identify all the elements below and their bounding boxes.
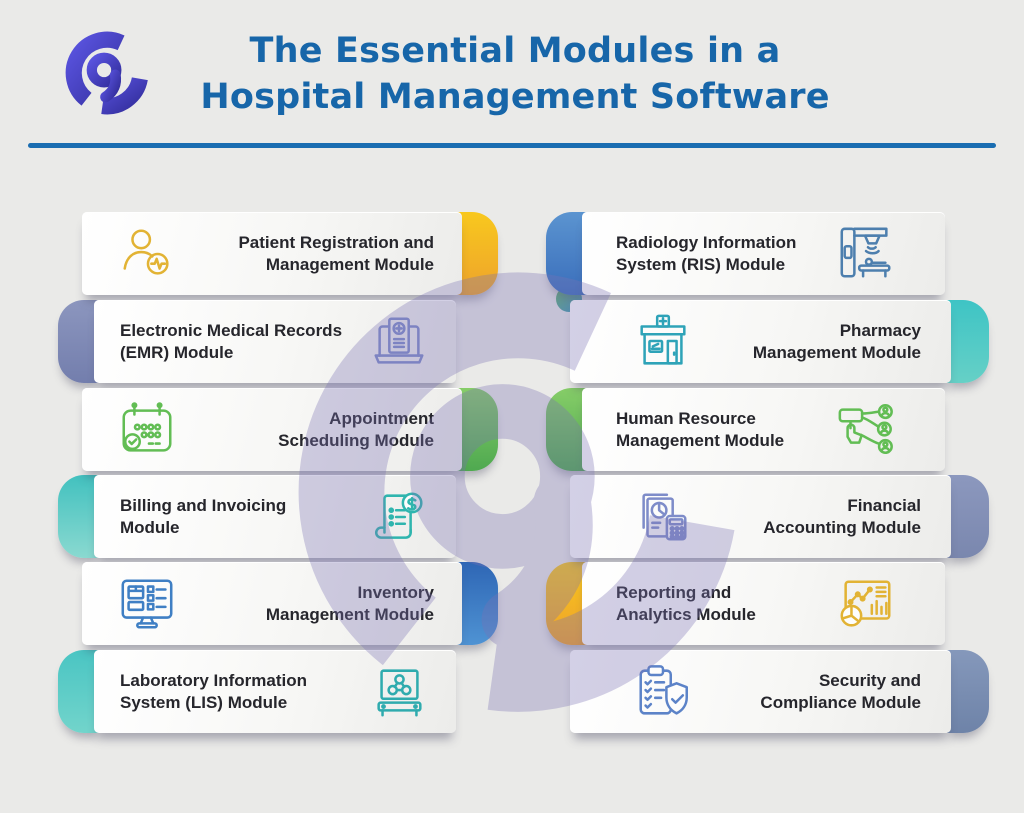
module-card-electronic-medical-records: Electronic Medical Records (EMR) Module: [94, 300, 456, 383]
security-icon: [630, 659, 696, 725]
module-cap-financial-accounting: [947, 475, 989, 558]
module-label: Security and Compliance Module: [760, 671, 921, 712]
module-cap-human-resource-management: [546, 388, 588, 471]
module-card-human-resource-management: Human Resource Management Module: [582, 388, 945, 471]
module-cap-appointment-scheduling: [456, 388, 498, 471]
module-label: Appointment Scheduling Module: [278, 409, 434, 450]
module-card-financial-accounting: Financial Accounting Module: [570, 475, 951, 558]
module-cap-laboratory-information: [58, 650, 100, 733]
page-title: The Essential Modules in a Hospital Mana…: [150, 28, 880, 120]
module-label: Pharmacy Management Module: [752, 321, 921, 362]
header-divider: [28, 143, 996, 148]
module-cap-security-compliance: [947, 650, 989, 733]
inventory-icon: [114, 571, 180, 637]
module-card-laboratory-information: Laboratory Information System (LIS) Modu…: [94, 650, 456, 733]
module-cap-pharmacy-management: [947, 300, 989, 383]
module-label: Billing and Invoicing Module: [120, 496, 287, 537]
module-card-billing-invoicing: Billing and Invoicing Module: [94, 475, 456, 558]
module-card-patient-registration: Patient Registration and Management Modu…: [82, 212, 462, 295]
module-cap-billing-invoicing: [58, 475, 100, 558]
module-label: Patient Registration and Management Modu…: [238, 233, 434, 274]
patient-icon: [114, 221, 180, 287]
module-label: Inventory Management Module: [265, 583, 434, 624]
module-label: Reporting and Analytics Module: [616, 583, 756, 624]
radiology-icon: [833, 221, 899, 287]
module-card-inventory-management: Inventory Management Module: [82, 562, 462, 645]
module-cap-electronic-medical-records: [58, 300, 100, 383]
module-label: Financial Accounting Module: [763, 496, 921, 537]
c9-logo: [58, 24, 156, 128]
module-label: Laboratory Information System (LIS) Modu…: [120, 671, 308, 712]
emr-icon: [366, 309, 432, 375]
financial-icon: [630, 484, 696, 550]
module-label: Human Resource Management Module: [616, 409, 785, 450]
hr-icon: [833, 397, 899, 463]
module-card-radiology-information: Radiology Information System (RIS) Modul…: [582, 212, 945, 295]
reporting-icon: [833, 571, 899, 637]
module-card-reporting-analytics: Reporting and Analytics Module: [582, 562, 945, 645]
module-cap-reporting-analytics: [546, 562, 588, 645]
module-card-pharmacy-management: Pharmacy Management Module: [570, 300, 951, 383]
pharmacy-icon: [630, 309, 696, 375]
module-cap-patient-registration: [456, 212, 498, 295]
module-cap-inventory-management: [456, 562, 498, 645]
module-card-appointment-scheduling: Appointment Scheduling Module: [82, 388, 462, 471]
billing-icon: [366, 484, 432, 550]
laboratory-icon: [366, 659, 432, 725]
module-label: Radiology Information System (RIS) Modul…: [616, 233, 797, 274]
calendar-icon: [114, 397, 180, 463]
page-title-line2: Hospital Management Software: [200, 77, 830, 117]
page-title-line1: The Essential Modules in a: [249, 31, 781, 71]
module-label: Electronic Medical Records (EMR) Module: [120, 321, 343, 362]
module-card-security-compliance: Security and Compliance Module: [570, 650, 951, 733]
module-cap-radiology-information: [546, 212, 588, 295]
